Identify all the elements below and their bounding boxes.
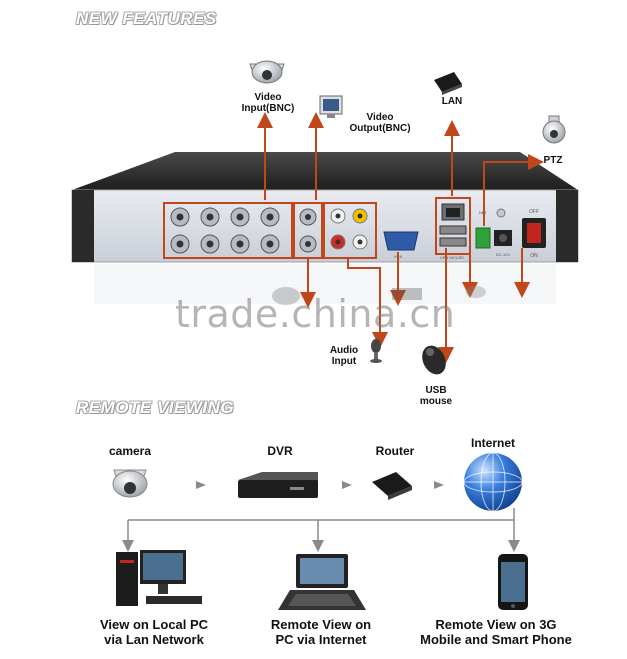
label-usb-mouse: USB mouse <box>419 385 453 407</box>
label-dvr: DVR <box>267 444 293 458</box>
label-audio-input: Audio Input <box>329 345 359 367</box>
bnc-connector-core <box>206 240 214 248</box>
vga-port <box>383 231 419 251</box>
label-remote-pc: Remote View on PC via Internet <box>270 617 372 647</box>
smartphone-icon <box>498 554 528 610</box>
audio-rca-group <box>323 202 377 259</box>
bnc-connector-core <box>236 213 244 221</box>
mouse-icon <box>422 345 446 375</box>
ptz-terminal <box>475 208 506 249</box>
arrow-ptz <box>483 154 544 226</box>
label-ptz: PTZ <box>543 155 563 166</box>
power-switch <box>522 218 546 248</box>
arrow-audio <box>347 258 388 348</box>
section-title-remote-viewing: REMOTE VIEWING <box>76 398 235 417</box>
bnc-connector-core <box>206 213 214 221</box>
label-mobile: Remote View on 3G Mobile and Smart Phone <box>420 617 572 647</box>
lan-usb-group <box>435 197 471 255</box>
label-internet: Internet <box>470 436 515 450</box>
off-label: OFF <box>529 209 539 215</box>
dc-label: DC-12V <box>496 252 511 257</box>
distribution-lines <box>122 508 520 552</box>
reflection-devices <box>272 286 486 305</box>
router-icon <box>434 72 462 95</box>
label-local-pc: View on Local PC via Lan Network <box>99 617 209 647</box>
bnc-input-group <box>163 202 293 259</box>
remote-dvr-icon <box>238 472 318 498</box>
on-label: ON <box>530 253 538 259</box>
label-camera: camera <box>108 444 152 458</box>
bnc-connector-core <box>266 240 274 248</box>
remote-flow-arrows <box>196 481 444 489</box>
label-router: Router <box>375 444 415 458</box>
label-lan: LAN <box>441 96 463 107</box>
desktop-pc-icon <box>116 550 202 606</box>
usb-label: USB MOUSE <box>440 255 464 260</box>
microphone-icon <box>370 339 382 363</box>
remote-camera-icon <box>112 469 148 498</box>
remote-router-icon <box>372 472 412 500</box>
dome-camera-icon <box>249 60 285 84</box>
label-video-input: Video Input(BNC) <box>241 92 295 114</box>
watermark-text: trade.china.cn <box>175 292 456 336</box>
dc-power-port <box>494 230 512 246</box>
section-title-new-features: NEW FEATURES <box>76 9 217 28</box>
bnc-connector-core <box>176 240 184 248</box>
bnc-connector-core <box>236 240 244 248</box>
globe-icon <box>463 452 523 512</box>
feature-arrows <box>257 112 544 363</box>
bnc-connectors <box>170 207 280 254</box>
laptop-icon <box>278 554 366 610</box>
bnc-connector-core <box>176 213 184 221</box>
bnc-connector-core <box>266 213 274 221</box>
ptz-camera-icon <box>542 115 566 144</box>
monitor-icon <box>319 95 343 118</box>
label-video-output: Video Output(BNC) <box>349 112 411 134</box>
